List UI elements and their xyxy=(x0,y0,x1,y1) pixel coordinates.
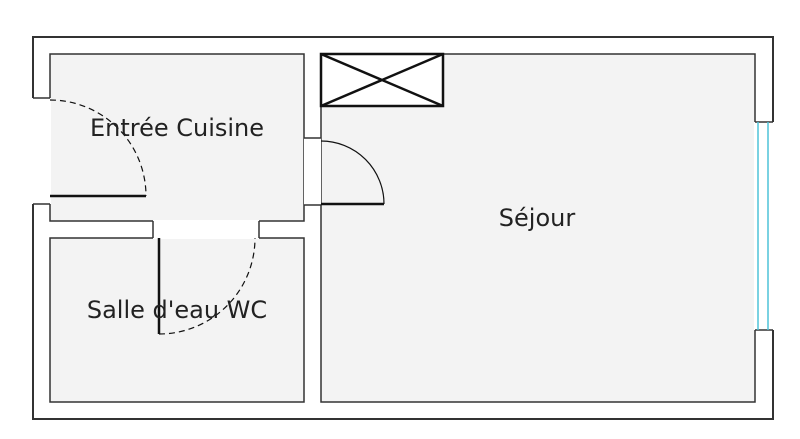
room-entree-cuisine xyxy=(49,53,305,222)
bathroom-door-opening xyxy=(153,220,259,239)
room-label-entree-cuisine: Entrée Cuisine xyxy=(89,114,265,142)
entrance-door-swing xyxy=(49,99,147,197)
room-sejour xyxy=(320,53,756,403)
bathroom-door-swing xyxy=(158,237,256,335)
sejour-door-swing xyxy=(320,140,385,205)
shaft-cross-2 xyxy=(320,52,444,108)
entrance-opening xyxy=(32,98,51,204)
room-label-salle-deau-wc: Salle d'eau WC xyxy=(86,296,268,324)
window-opening xyxy=(754,122,774,330)
room-label-sejour: Séjour xyxy=(498,204,576,232)
sejour-door-opening xyxy=(304,138,321,205)
